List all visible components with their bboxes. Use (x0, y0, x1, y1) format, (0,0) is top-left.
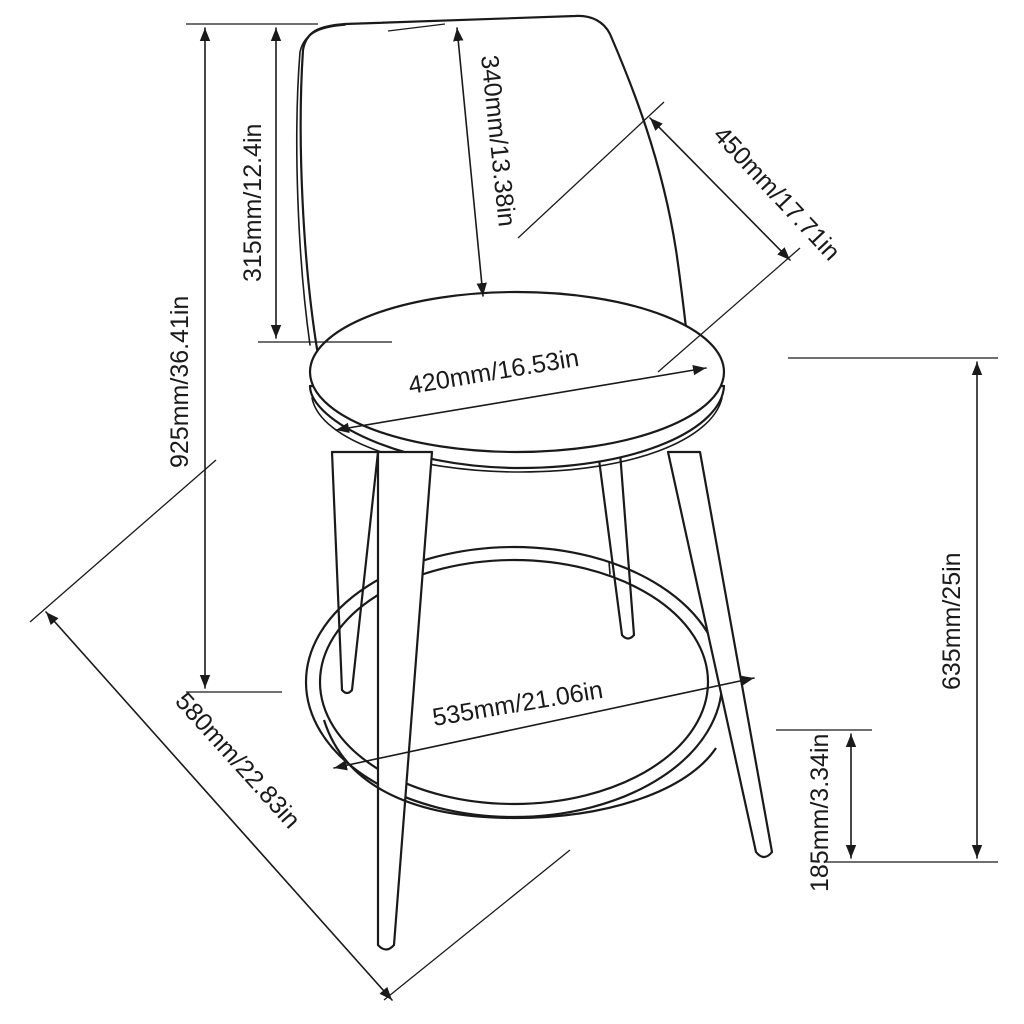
dim-base-depth: 580mm/22.83in (29, 459, 571, 1001)
front-right-leg (666, 450, 774, 859)
back-right-leg (596, 450, 636, 640)
label-footrest-diameter: 535mm/21.06in (430, 676, 605, 732)
dim-footrest-height: 185mm/3.34in (776, 729, 872, 892)
label-overall-height: 925mm/36.41in (166, 296, 194, 468)
label-backrest-diagonal: 450mm/17.71in (708, 121, 846, 266)
footrest-ring (304, 545, 724, 819)
dim-back-height: 315mm/12.4in (239, 27, 392, 343)
label-footrest-height: 185mm/3.34in (806, 734, 834, 892)
chair-drawing (296, 14, 774, 951)
dim-seat-height: 635mm/25in (788, 357, 998, 863)
back-left-leg (330, 450, 380, 695)
backrest-edge (296, 24, 346, 346)
label-base-depth: 580mm/22.83in (170, 687, 306, 834)
label-back-height: 315mm/12.4in (239, 124, 267, 282)
label-seat-height: 635mm/25in (938, 552, 966, 690)
front-left-leg (376, 450, 434, 951)
